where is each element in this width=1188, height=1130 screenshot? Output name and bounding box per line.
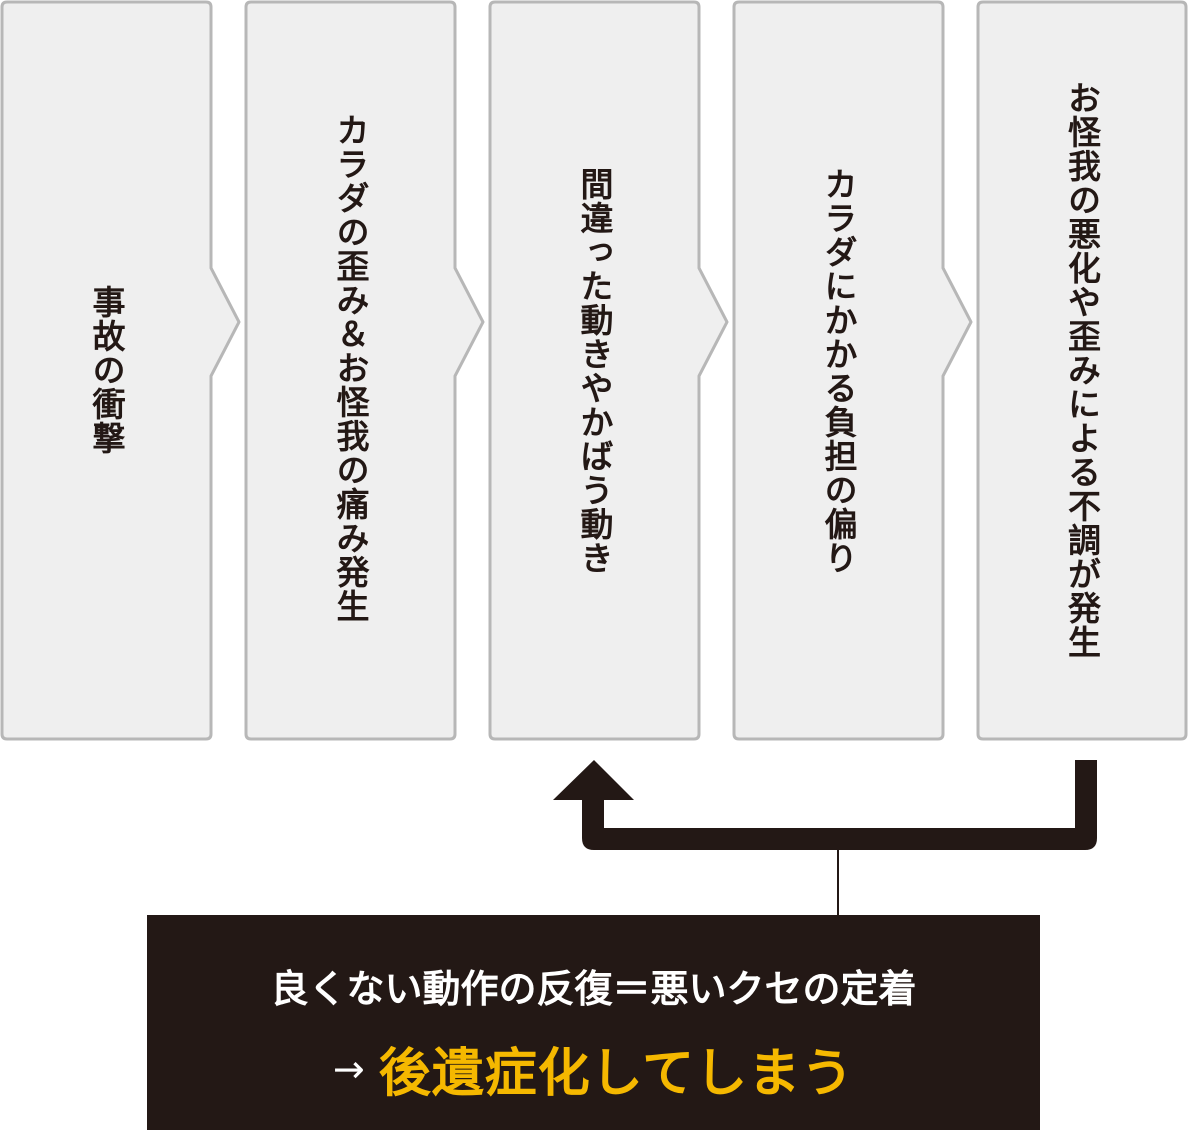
summary-result-text: 後遺症化してしまう bbox=[378, 1044, 855, 1104]
step-box-1 bbox=[0, 0, 241, 741]
step-box-5 bbox=[976, 0, 1188, 741]
step-box-4 bbox=[732, 0, 973, 741]
step-label-3: 間違った動きやかばう動き bbox=[575, 166, 614, 575]
step-label-2: カラダの歪み＆お怪我の痛み発生 bbox=[331, 113, 370, 623]
step-label-1: 事故の衝撃 bbox=[87, 285, 126, 455]
connector-line bbox=[837, 850, 839, 916]
step-box-2 bbox=[244, 0, 485, 741]
summary-box: 良くない動作の反復＝悪いクセの定着 → 後遺症化してしまう bbox=[147, 915, 1040, 1130]
return-arrow-icon bbox=[553, 760, 1097, 850]
summary-statement: 良くない動作の反復＝悪いクセの定着 bbox=[270, 967, 917, 1011]
summary-result-line: → 後遺症化してしまう bbox=[147, 1031, 1040, 1106]
step-label-4: カラダにかかる負担の偏り bbox=[819, 166, 858, 575]
right-arrow-icon: → bbox=[332, 1046, 365, 1091]
step-box-3 bbox=[488, 0, 729, 741]
step-label-5: お怪我の悪化や歪みによる不調が発生 bbox=[1062, 81, 1102, 659]
